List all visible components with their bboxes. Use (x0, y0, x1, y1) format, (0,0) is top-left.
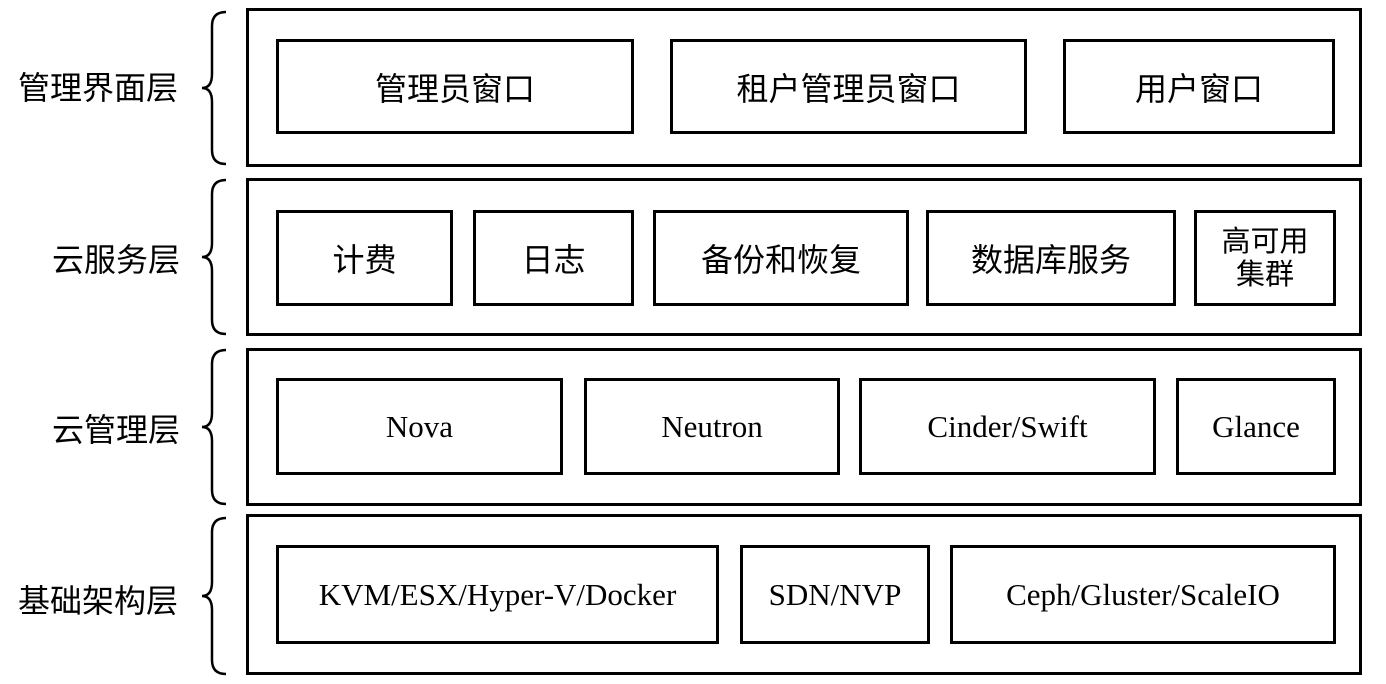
component-backup-restore: 备份和恢复 (653, 210, 909, 306)
component-neutron: Neutron (584, 378, 840, 475)
component-billing: 计费 (276, 210, 453, 306)
layer-label-cloud-service: 云服务层 (52, 241, 181, 279)
component-database-service: 数据库服务 (926, 210, 1176, 306)
brace-icon (201, 10, 227, 166)
layer-box-cloud-service: 计费 日志 备份和恢复 数据库服务 高可用 集群 (246, 178, 1362, 336)
component-tenant-admin-window: 租户管理员窗口 (670, 39, 1027, 134)
component-virtualization: KVM/ESX/Hyper-V/Docker (276, 545, 719, 644)
component-sdn-nvp: SDN/NVP (740, 545, 930, 644)
component-ha-cluster: 高可用 集群 (1194, 210, 1336, 306)
brace-icon (201, 178, 227, 336)
brace-icon (201, 516, 227, 676)
component-cinder-swift: Cinder/Swift (859, 378, 1156, 475)
layer-label-infrastructure: 基础架构层 (18, 582, 179, 620)
component-storage: Ceph/Gluster/ScaleIO (950, 545, 1336, 644)
component-nova: Nova (276, 378, 563, 475)
layer-box-cloud-management: Nova Neutron Cinder/Swift Glance (246, 348, 1362, 506)
component-user-window: 用户窗口 (1063, 39, 1335, 134)
layer-label-management-ui: 管理界面层 (18, 69, 179, 107)
component-logging: 日志 (473, 210, 634, 306)
component-admin-window: 管理员窗口 (276, 39, 634, 134)
component-glance: Glance (1176, 378, 1336, 475)
layer-box-infrastructure: KVM/ESX/Hyper-V/Docker SDN/NVP Ceph/Glus… (246, 514, 1362, 675)
brace-icon (201, 348, 227, 506)
layer-box-management-ui: 管理员窗口 租户管理员窗口 用户窗口 (246, 8, 1362, 167)
layer-label-cloud-management: 云管理层 (52, 411, 181, 449)
